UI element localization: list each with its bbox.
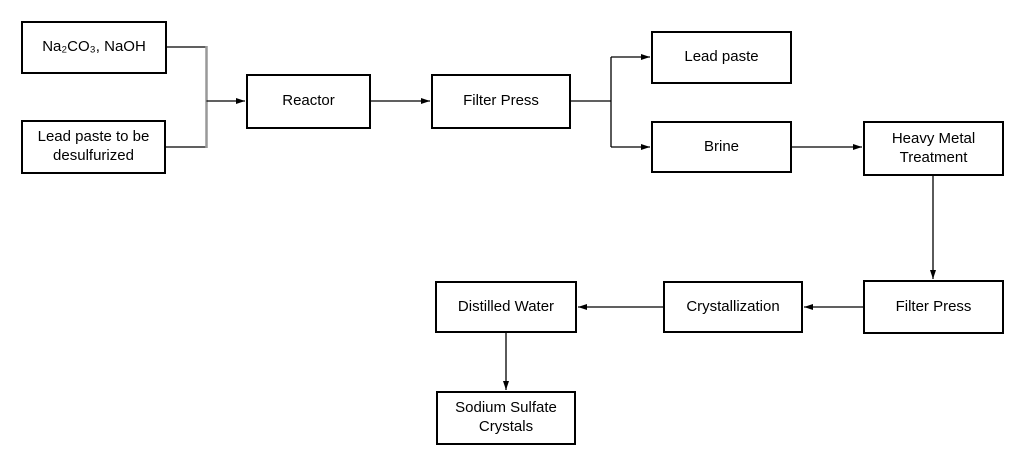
node-filter-press-2: Filter Press <box>863 280 1004 334</box>
node-heavy-metal-treatment: Heavy Metal Treatment <box>863 121 1004 176</box>
node-lead-paste-output: Lead paste <box>651 31 792 84</box>
node-lead-paste-input: Lead paste to be desulfurized <box>21 120 166 174</box>
node-sodium-sulfate-crystals: Sodium Sulfate Crystals <box>436 391 576 445</box>
node-crystallization: Crystallization <box>663 281 803 333</box>
node-filter-press-1: Filter Press <box>431 74 571 129</box>
node-brine: Brine <box>651 121 792 173</box>
node-reactor: Reactor <box>246 74 371 129</box>
node-distilled-water: Distilled Water <box>435 281 577 333</box>
node-reagents: Na₂CO₃, NaOH <box>21 21 167 74</box>
